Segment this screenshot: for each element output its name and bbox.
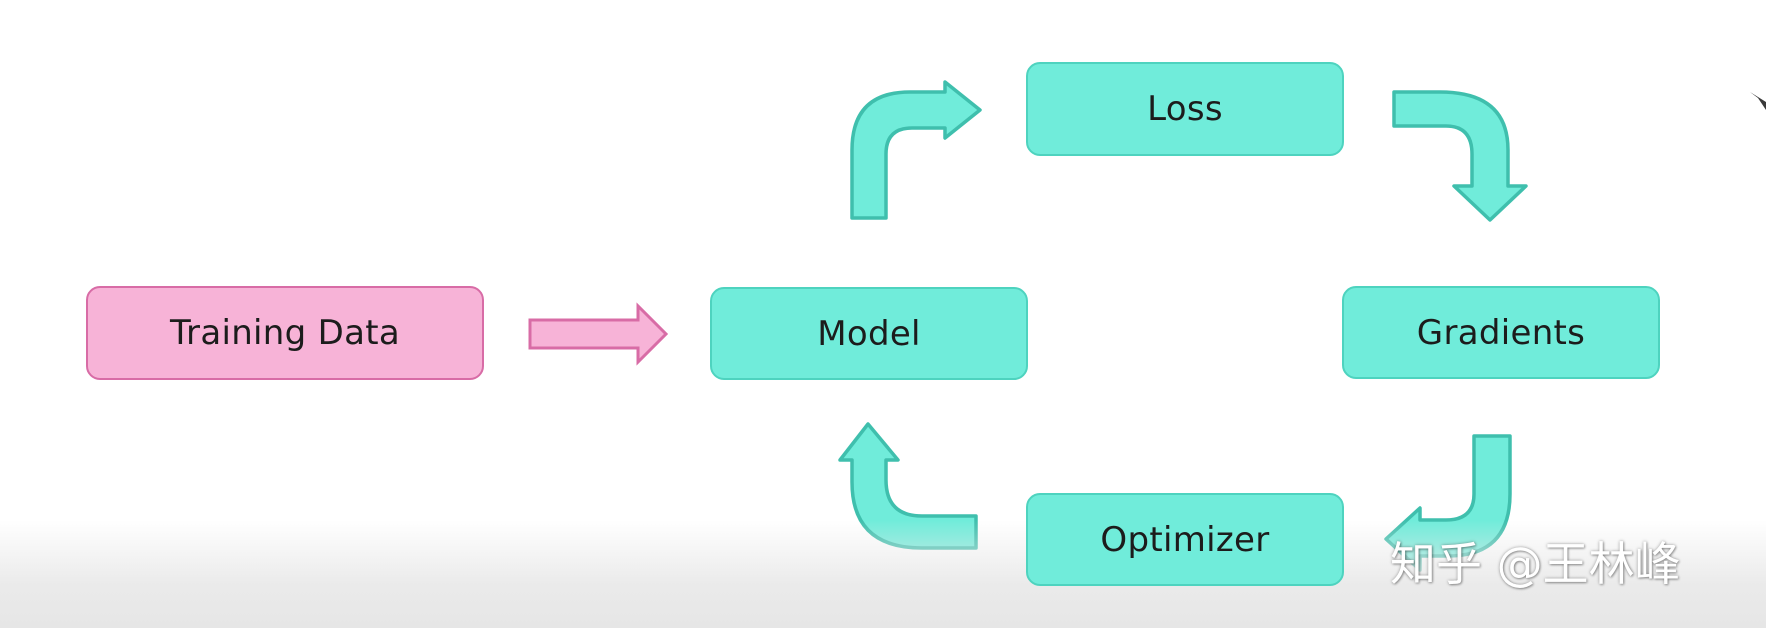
node-model: Model [710,287,1028,380]
watermark-text: 知乎 @王林峰 [1390,537,1681,591]
node-optimizer: Optimizer [1026,493,1344,586]
arrow-loss-to-gradients [1392,90,1528,222]
arrow-model-to-loss [850,80,982,220]
node-gradients: Gradients [1342,286,1660,379]
node-optimizer-label: Optimizer [1100,519,1270,560]
corner-cursor-icon [1750,92,1766,110]
node-model-label: Model [817,313,921,354]
arrow-training-to-model [528,302,669,366]
arrow-optimizer-to-model [838,422,978,550]
node-gradients-label: Gradients [1416,312,1586,353]
node-loss: Loss [1026,62,1344,156]
node-loss-label: Loss [1147,89,1223,129]
node-training-data: Training Data [86,286,484,380]
node-training-data-label: Training Data [169,313,401,353]
